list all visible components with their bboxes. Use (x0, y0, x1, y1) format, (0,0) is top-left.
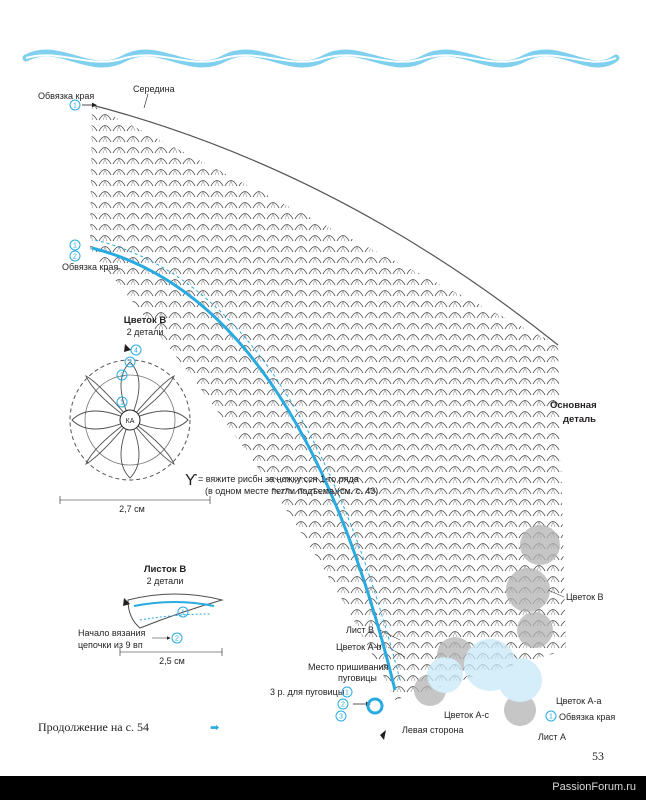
svg-text:3: 3 (339, 714, 343, 721)
svg-text:2: 2 (73, 254, 77, 261)
callout-leaf-b: Лист В (346, 625, 374, 635)
svg-text:2,7 см: 2,7 см (119, 504, 145, 514)
round-marks-left: 1 2 (69, 239, 81, 262)
leaf-b-diagram: Листок В 2 детали 1 2 Начало вязания цеп… (78, 564, 224, 666)
callout-button-place-1: Место пришивания (308, 662, 388, 672)
callout-button-place-2: пуговицы (338, 673, 377, 683)
main-part-title-2: деталь (563, 414, 596, 425)
callout-flower-aa: Цветок А-а (556, 696, 602, 706)
button-round-marks: 1 2 3 (335, 686, 371, 722)
continuation-arrow-icon: ➡ (210, 722, 219, 734)
svg-text:1: 1 (73, 103, 77, 110)
callout-edge-bottom: Обвязка края (559, 712, 615, 722)
svg-text:2: 2 (175, 636, 179, 643)
callout-flower-b-right: Цветок В (566, 592, 604, 602)
svg-text:1: 1 (549, 714, 553, 721)
leaf-b-title: Листок В (144, 564, 187, 575)
flower-b-diagram: Цветок В 2 детали КА 1 2 3 (59, 315, 378, 514)
round-mark-top: 1 (69, 99, 97, 111)
main-part-title-1: Основная (550, 400, 597, 411)
leaf-b-dimension: 2,5 см (119, 648, 223, 666)
callout-button-rows: 3 р. для пуговицы (270, 687, 344, 697)
callout-left-side: Левая сторона (402, 725, 463, 735)
flower-b-legend-1: = вяжите рисбн за ножку ссн 1-го ряда (198, 474, 359, 484)
label-edge-top: Обвязка края (38, 91, 94, 101)
callout-leaf-a: Лист А (538, 732, 566, 742)
svg-text:ϒ: ϒ (185, 472, 198, 489)
watermark-bar: PassionForum.ru (0, 776, 646, 800)
callouts: Лист В Цветок А-b Место пришивания пугов… (270, 589, 615, 742)
callout-flower-ac: Цветок А-с (444, 710, 490, 720)
svg-text:4: 4 (134, 348, 138, 355)
flower-b-dimension: 2,7 см (59, 496, 211, 514)
flower-b-center: КА (126, 418, 135, 425)
leaf-b-start-1: Начало вязания (78, 628, 146, 638)
watermark: PassionForum.ru (552, 781, 636, 793)
callout-flower-ab: Цветок А-b (336, 642, 382, 652)
continuation-note: Продолжение на с. 54 (38, 720, 149, 734)
svg-text:1: 1 (120, 400, 124, 407)
flower-b-subtitle: 2 детали (127, 327, 164, 337)
flower-b-title: Цветок В (124, 315, 167, 326)
decorative-border (22, 49, 620, 68)
svg-text:1: 1 (345, 690, 349, 697)
svg-text:2: 2 (128, 360, 132, 367)
flower-b-legend: ϒ = вяжите рисбн за ножку ссн 1-го ряда … (185, 472, 378, 496)
flower-b-legend-2: (в одном месте петли подъема)(см. с. 43) (205, 486, 378, 496)
svg-text:3: 3 (120, 373, 124, 380)
svg-text:1: 1 (73, 243, 77, 250)
leaf-b-motif: 1 2 (123, 593, 224, 644)
svg-text:1: 1 (181, 610, 185, 617)
flower-b-rounds: 1 2 3 4 (116, 344, 142, 408)
leaf-b-subtitle: 2 детали (147, 576, 184, 586)
label-edge-left: Обвязка края (62, 262, 118, 272)
flower-b-motif: КА (69, 359, 191, 481)
svg-text:2: 2 (341, 702, 345, 709)
page-number: 53 (592, 749, 604, 763)
leaf-b-start-2: цепочки из 9 вп (78, 640, 143, 650)
label-middle: Середина (133, 84, 175, 94)
svg-text:2,5 см: 2,5 см (159, 656, 185, 666)
